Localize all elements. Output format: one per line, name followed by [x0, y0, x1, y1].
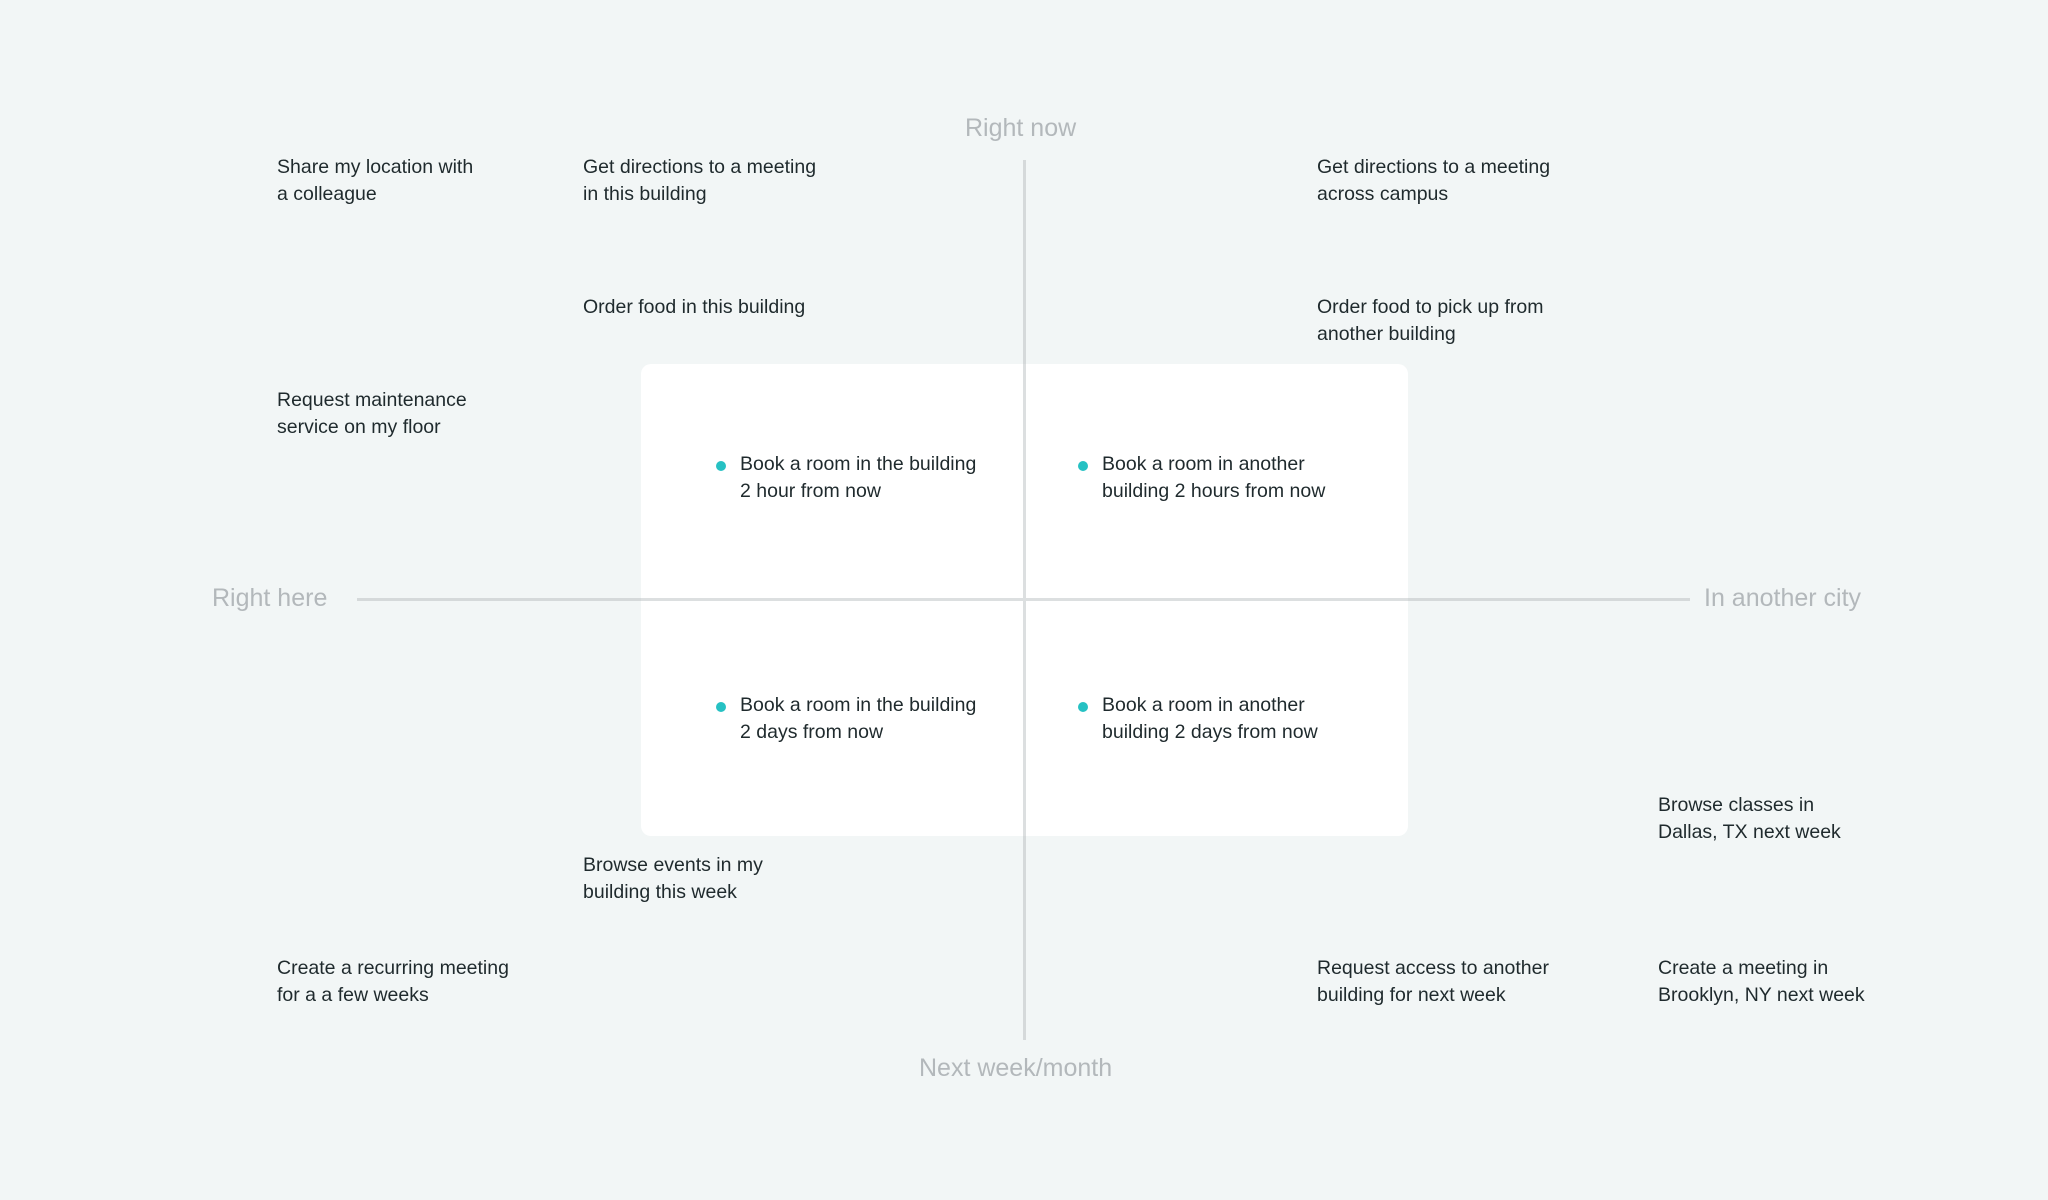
- axis-label-right: In another city: [1704, 584, 1862, 612]
- note-request-maintenance: Request maintenance service on my floor: [277, 389, 467, 438]
- axis-label-left: Right here: [212, 584, 328, 612]
- bullet-dot: [716, 461, 726, 471]
- note-order-food-building: Order food in this building: [583, 296, 806, 318]
- highlight-room-other-hours: Book a room in another building 2 hours …: [1102, 453, 1326, 502]
- axis-label-bottom: Next week/month: [919, 1054, 1113, 1082]
- highlight-room-building-hours: Book a room in the building 2 hour from …: [740, 453, 977, 502]
- note-directions-campus: Get directions to a meeting across campu…: [1317, 156, 1551, 205]
- note-browse-classes: Browse classes in Dallas, TX next week: [1658, 794, 1841, 843]
- note-request-access: Request access to another building for n…: [1317, 957, 1549, 1006]
- note-browse-events: Browse events in my building this week: [583, 854, 763, 903]
- note-share-location: Share my location with a colleague: [277, 156, 474, 205]
- note-recurring-meeting: Create a recurring meeting for a a few w…: [277, 957, 509, 1006]
- note-directions-building: Get directions to a meeting in this buil…: [583, 156, 817, 205]
- bullet-dot: [1078, 461, 1088, 471]
- bullet-dot: [1078, 702, 1088, 712]
- highlight-room-building-days: Book a room in the building 2 days from …: [740, 694, 977, 743]
- panel-divider-horizontal: [641, 598, 1408, 601]
- note-meeting-brooklyn: Create a meeting in Brooklyn, NY next we…: [1658, 957, 1865, 1006]
- highlight-room-other-days: Book a room in another building 2 days f…: [1102, 694, 1318, 743]
- axis-label-top: Right now: [965, 114, 1077, 142]
- bullet-dot: [716, 702, 726, 712]
- note-order-food-pickup: Order food to pick up from another build…: [1317, 296, 1544, 345]
